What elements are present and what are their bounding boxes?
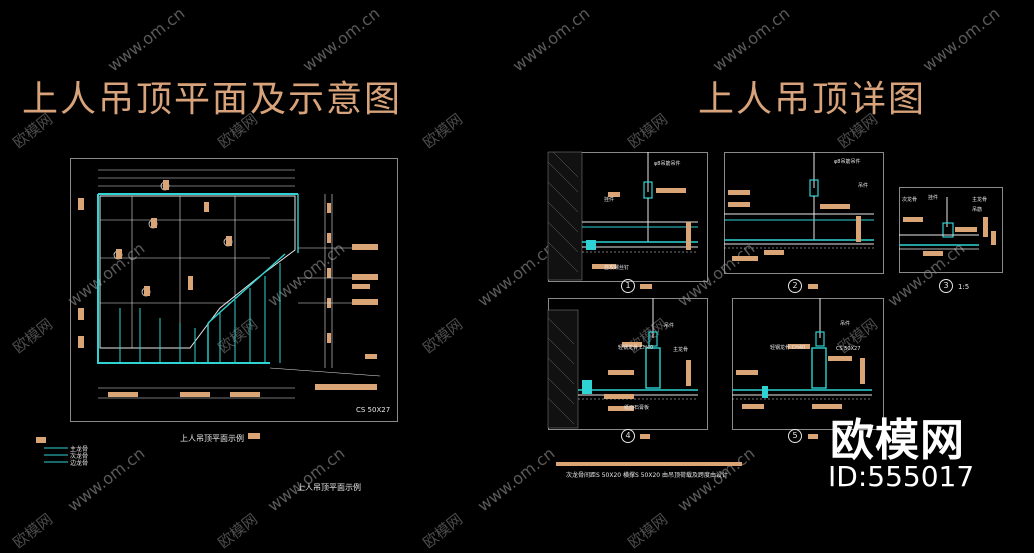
detail-1-label: 自攻螺丝钉 bbox=[604, 265, 630, 271]
detail-2-drawing bbox=[724, 152, 874, 261]
plan-outer-caption: 上人吊顶平面示例 bbox=[297, 483, 361, 492]
detail-5-drawing bbox=[732, 298, 872, 409]
legend-label: 次龙骨 bbox=[70, 453, 89, 460]
watermark-url: www.om.cn bbox=[508, 3, 594, 76]
detail-title: 上人吊顶详图 bbox=[698, 79, 927, 120]
detail-4-label: 纸面石膏板 bbox=[624, 405, 650, 411]
detail-4-number: 4 bbox=[621, 429, 635, 443]
detail-1-label: φ8吊筋吊件 bbox=[654, 161, 681, 167]
watermark-brand: 欧模网 bbox=[9, 509, 57, 552]
detail-5-label: 轻钢龙骨 CH40 bbox=[770, 345, 806, 351]
detail-4-label: 吊件 bbox=[664, 323, 675, 329]
legend-label: 边龙骨 bbox=[70, 460, 89, 467]
detail-tag bbox=[808, 434, 818, 439]
watermark-url: www.om.cn bbox=[708, 3, 794, 76]
watermark-url: www.om.cn bbox=[673, 443, 759, 516]
watermark-url: www.om.cn bbox=[918, 3, 1004, 76]
watermark-brand: 欧模网 bbox=[624, 509, 672, 552]
detail-5-label: 吊件 bbox=[840, 321, 851, 327]
brand-logo-text: 欧模网 bbox=[830, 415, 965, 466]
legend-tag bbox=[36, 437, 46, 443]
ceiling-plan-drawing bbox=[78, 169, 381, 399]
detail-3-label: 挂件 bbox=[928, 195, 939, 201]
detail-1-drawing bbox=[547, 151, 698, 281]
detail-1-number: 1 bbox=[621, 279, 635, 293]
detail-3-drawing bbox=[899, 197, 996, 256]
detail-caption-bar bbox=[556, 462, 742, 466]
watermark-url: www.om.cn bbox=[298, 3, 384, 76]
watermark-brand: 欧模网 bbox=[214, 509, 262, 552]
plan-frame bbox=[70, 158, 398, 422]
detail-5-label: CS 50X27 bbox=[836, 346, 861, 352]
watermark-url: www.om.cn bbox=[473, 238, 559, 311]
watermark-url: www.om.cn bbox=[473, 443, 559, 516]
detail-3-number: 3 bbox=[939, 279, 953, 293]
detail-5-frame bbox=[732, 298, 884, 430]
watermark-brand: 欧模网 bbox=[624, 109, 672, 152]
watermark-brand: 欧模网 bbox=[419, 314, 467, 357]
detail-2-label: 吊件 bbox=[858, 183, 869, 189]
detail-3-frame bbox=[899, 187, 1003, 273]
detail-3-label: 次龙骨 bbox=[902, 197, 918, 203]
detail-4-label: 主龙骨 bbox=[673, 347, 689, 353]
detail-2-label: φ8吊筋吊件 bbox=[834, 159, 861, 165]
detail-5-number: 5 bbox=[788, 429, 802, 443]
detail-4-drawing bbox=[547, 298, 698, 429]
detail-tag bbox=[640, 434, 650, 439]
plan-title: 上人吊顶平面及示意图 bbox=[22, 79, 403, 120]
detail-1-label: 挂件 bbox=[604, 197, 615, 203]
brand-id: ID:555017 bbox=[828, 460, 975, 493]
detail-2-number: 2 bbox=[788, 279, 802, 293]
plan-inner-caption: 上人吊顶平面示例 bbox=[180, 434, 244, 443]
detail-tag bbox=[808, 284, 818, 289]
watermark-url: www.om.cn bbox=[103, 3, 189, 76]
watermark-brand: 欧模网 bbox=[419, 109, 467, 152]
detail-tag bbox=[640, 284, 652, 289]
detail-bottom-caption: 次龙骨间距S 50X20 横撑S 50X20 由吊顶荷载及跨度由设计 bbox=[566, 472, 729, 479]
watermark-brand: 欧模网 bbox=[419, 509, 467, 552]
watermark-url: www.om.cn bbox=[263, 443, 349, 516]
detail-3-label: 吊筋 bbox=[972, 207, 983, 213]
detail-2-frame bbox=[724, 152, 884, 274]
caption-tag bbox=[248, 433, 260, 439]
detail-4-label: 轻钢龙骨 CH40 bbox=[618, 345, 654, 351]
plan-legend bbox=[44, 447, 68, 463]
detail-3-scale: 1:5 bbox=[958, 283, 970, 291]
detail-3-label: 主龙骨 bbox=[972, 197, 988, 203]
watermark-brand: 欧模网 bbox=[9, 314, 57, 357]
legend-label: 主龙骨 bbox=[70, 446, 89, 453]
plan-scale-note: CS 50X27 bbox=[356, 406, 391, 414]
